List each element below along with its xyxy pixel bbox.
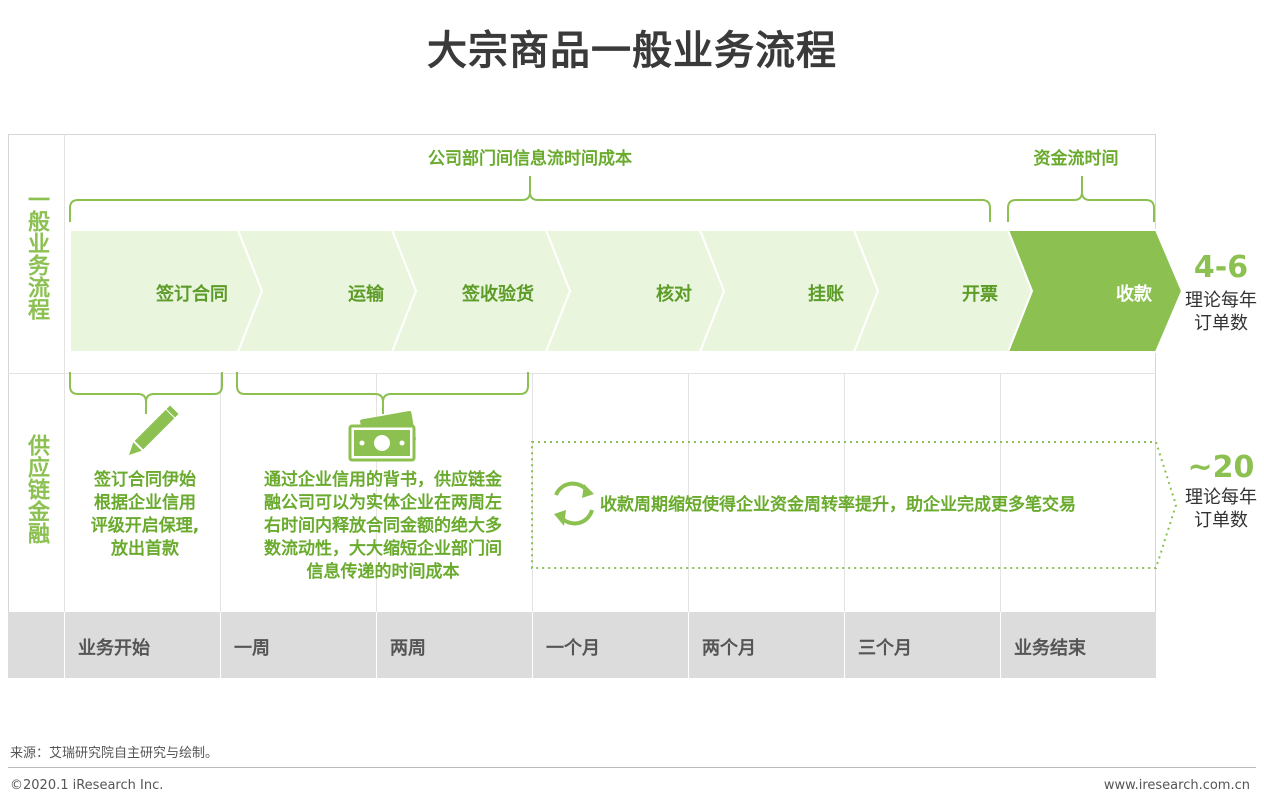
top-orders-line2: 订单数 <box>1194 313 1248 334</box>
stage-collect: 收款 <box>1116 284 1152 305</box>
copyright: ©2020.1 iResearch Inc. <box>10 778 164 793</box>
timeline-divider <box>220 612 221 678</box>
top-orders-value: 4-6 <box>1193 250 1249 285</box>
top-orders-line1: 理论每年 <box>1185 290 1257 311</box>
footer-rule <box>8 767 1256 768</box>
timeline-tick-start: 业务开始 <box>78 638 150 659</box>
source-note: 来源：艾瑞研究院自主研究与绘制。 <box>10 746 219 761</box>
timeline-divider <box>532 612 533 678</box>
timeline-tick-month3: 三个月 <box>858 638 912 659</box>
row-divider <box>8 373 1156 374</box>
row-label-supply-chain: 供应链金融 <box>24 434 49 544</box>
grid-line <box>220 373 221 678</box>
capital-time-bracket <box>1007 176 1155 222</box>
info-cost-bracket <box>69 176 991 222</box>
capital-time-label: 资金流时间 <box>1033 149 1119 169</box>
bottom-orders-line2: 订单数 <box>1194 510 1248 531</box>
stage-acceptance: 签收验货 <box>462 284 534 305</box>
contract-bracket <box>69 372 223 414</box>
supply-chain-block-contract: 签订合同伊始 根据企业信用 评级开启保理, 放出首款 <box>90 470 200 559</box>
grid-line <box>844 373 845 678</box>
stage-invoice: 开票 <box>962 284 998 305</box>
timeline-tick-week2: 两周 <box>390 638 426 659</box>
timeline-divider <box>1000 612 1001 678</box>
pencil-icon <box>129 405 179 455</box>
bottom-orders-line1: 理论每年 <box>1185 487 1257 508</box>
timeline-tick-month2: 两个月 <box>702 638 756 659</box>
stage-sign-contract: 签订合同 <box>156 284 228 305</box>
transport-bracket <box>236 372 529 414</box>
bottom-orders-value: ~20 <box>1187 450 1255 485</box>
timeline-divider <box>64 612 65 678</box>
timeline-divider <box>844 612 845 678</box>
supply-chain-benefit-text: 收款周期缩短使得企业资金周转率提升，助企业完成更多笔交易 <box>600 495 1076 515</box>
timeline-bar <box>8 612 1156 678</box>
cash-icon <box>348 411 416 462</box>
supply-chain-block-financing: 通过企业信用的背书，供应链金 融公司可以为实体企业在两周左 右时间内释放合同金额… <box>264 470 502 582</box>
info-cost-label: 公司部门间信息流时间成本 <box>428 149 632 169</box>
stage-transport: 运输 <box>348 284 384 305</box>
timeline-tick-end: 业务结束 <box>1014 638 1086 659</box>
timeline-tick-month1: 一个月 <box>546 638 600 659</box>
timeline-tick-week1: 一周 <box>234 638 270 659</box>
row-label-general: 一般业务流程 <box>24 188 49 320</box>
page-title: 大宗商品一般业务流程 <box>427 28 837 74</box>
stage-book: 挂账 <box>808 284 844 305</box>
process-band <box>69 229 1184 353</box>
stage-verify: 核对 <box>656 284 692 305</box>
timeline-divider <box>688 612 689 678</box>
grid-line <box>688 373 689 678</box>
grid-line <box>376 373 377 678</box>
website-link[interactable]: www.iresearch.com.cn <box>1103 778 1250 793</box>
timeline-divider <box>376 612 377 678</box>
grid-line <box>1000 373 1001 678</box>
refresh-cycle-icon <box>554 481 594 526</box>
